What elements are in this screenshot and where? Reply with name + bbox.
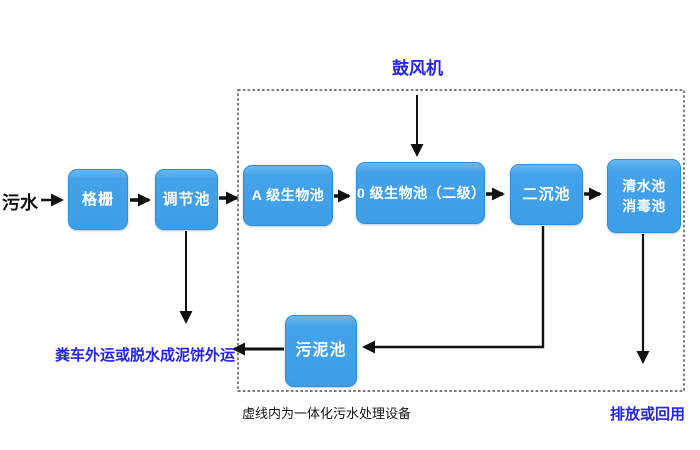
node-regulating-tank: 调节池 (155, 169, 218, 230)
node-sludge-tank-label: 污泥池 (295, 342, 347, 360)
node-o-bio-tank-label: 0 级生物池（二级） (357, 184, 486, 201)
node-sludge-tank: 污泥池 (285, 315, 357, 387)
node-a-bio-tank: A 级生物池 (243, 165, 333, 226)
node-grid-label: 格栅 (81, 190, 114, 208)
blower-label: 鼓风机 (392, 59, 443, 78)
node-clear-water-tank-label: 清水池 (622, 177, 666, 194)
node-clear-water-disinfection-tank: 清水池 消毒池 (607, 159, 681, 233)
node-secondary-sedimentation-tank: 二沉池 (510, 164, 583, 225)
node-regulating-tank-label: 调节池 (162, 190, 211, 208)
sludge-disposal-label: 粪车外运或脱水成泥饼外运 (55, 347, 236, 364)
integrated-equipment-dashed-boundary (237, 89, 685, 392)
node-disinfection-tank-label: 消毒池 (622, 198, 666, 214)
node-o-bio-tank: 0 级生物池（二级） (356, 162, 485, 224)
node-secondary-sedimentation-tank-label: 二沉池 (522, 185, 571, 203)
node-grid: 格栅 (68, 169, 128, 230)
influent-label: 污水 (2, 193, 38, 213)
dashed-box-caption: 虚线内为一体化污水处理设备 (242, 406, 412, 421)
node-a-bio-tank-label: A 级生物池 (251, 187, 325, 204)
arrow-sedimentation-to-sludge (362, 226, 545, 354)
effluent-label: 排放或回用 (610, 406, 686, 423)
